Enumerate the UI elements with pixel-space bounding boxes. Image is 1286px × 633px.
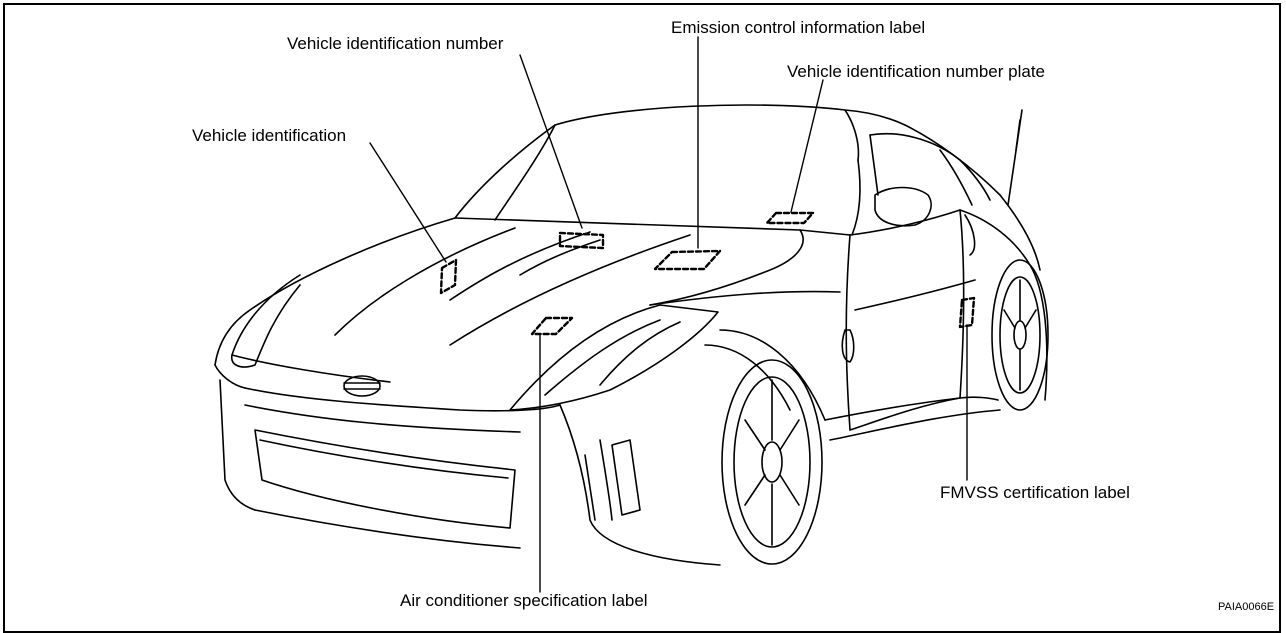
figure-code: PAIA0066E (1218, 601, 1275, 613)
car-body (214, 104, 1049, 566)
label-vehicle-identification: Vehicle identification (192, 126, 347, 145)
label-vehicle-identification-number-plate: Vehicle identification number plate (787, 62, 1045, 81)
label-air-conditioner-specification: Air conditioner specification label (400, 591, 648, 610)
fmvss-label-marker (958, 296, 976, 329)
label-emission-control-information: Emission control information label (671, 18, 926, 37)
leader-lines (369, 36, 968, 593)
vin-plate-marker (765, 211, 815, 225)
label-fmvss-certification: FMVSS certification label (940, 483, 1130, 502)
label-vehicle-identification-number: Vehicle identification number (287, 34, 504, 53)
vehicle-identification-marker (439, 258, 458, 295)
ac-label-marker (530, 316, 574, 336)
emission-label-marker (653, 249, 722, 271)
label-locations (439, 211, 976, 336)
vin-marker (558, 231, 605, 250)
